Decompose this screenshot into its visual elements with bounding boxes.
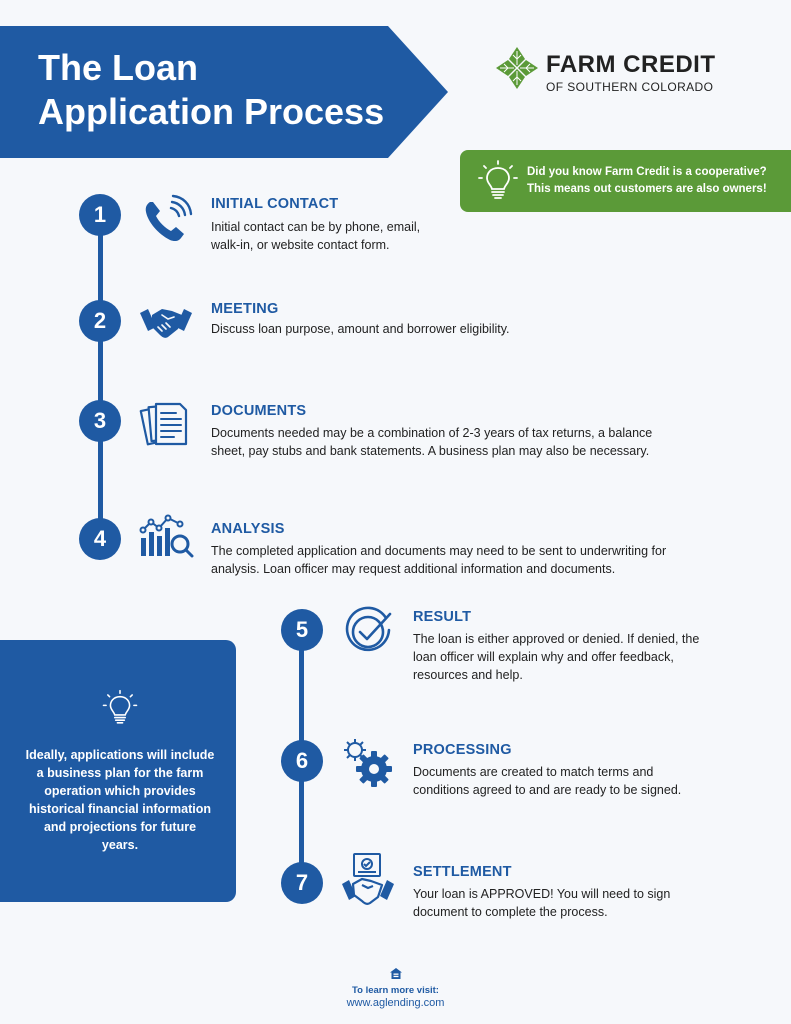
documents-icon [139, 402, 188, 446]
step-desc-4: The completed application and documents … [211, 544, 667, 576]
phone-icon [145, 194, 193, 242]
step-title-4: ANALYSIS [211, 521, 285, 537]
lightbulb-icon [478, 160, 518, 199]
page-title-line1: The Loan [38, 47, 198, 88]
gears-icon [344, 739, 392, 787]
step-desc-7: Your loan is APPROVED! You will need to … [413, 887, 671, 919]
page-title: The Loan Application Process [38, 46, 418, 134]
footer-label: To learn more visit: [352, 985, 439, 996]
tip-line1: Did you know Farm Credit is a cooperativ… [527, 166, 767, 178]
step-title-1: INITIAL CONTACT [211, 196, 339, 212]
analysis-chart-icon [139, 514, 194, 558]
step-number-2: 2 [79, 300, 121, 342]
timeline-line-upper [98, 215, 103, 540]
farm-credit-logo: FARM CREDIT OF SOUTHERN COLORADO [494, 45, 734, 95]
handshake-icon [140, 309, 192, 338]
logo-name: FARM CREDIT [546, 51, 716, 78]
business-plan-note-box: Ideally, applications will include a bus… [0, 640, 236, 902]
leaf-logo-icon [496, 47, 538, 89]
step-title-7: SETTLEMENT [413, 864, 512, 880]
header-banner: The Loan Application Process [0, 26, 448, 158]
lightbulb-icon [102, 689, 138, 724]
step-title-2: MEETING [211, 301, 279, 317]
step-desc-6: Documents are created to match terms and… [413, 765, 682, 797]
website-link[interactable]: www.aglending.com [346, 997, 445, 1009]
step-desc-1: Initial contact can be by phone, email, … [211, 220, 421, 252]
tip-line2: This means out customers are also owners… [527, 183, 767, 195]
agreement-icon [342, 853, 394, 905]
footer: To learn more visit: www.aglending.com [0, 966, 791, 1009]
step-number-7: 7 [281, 862, 323, 904]
step-title-6: PROCESSING [413, 742, 512, 758]
step-desc-2: Discuss loan purpose, amount and borrowe… [211, 322, 510, 336]
step-number-6: 6 [281, 740, 323, 782]
equal-housing-icon [389, 968, 402, 979]
step-title-3: DOCUMENTS [211, 403, 307, 419]
checkmark-circle-icon [345, 606, 392, 652]
page-title-line2: Application Process [38, 91, 385, 132]
cooperative-tip-box: Did you know Farm Credit is a cooperativ… [460, 150, 791, 212]
tip-text: Did you know Farm Credit is a cooperativ… [527, 164, 787, 198]
logo-subtitle: OF SOUTHERN COLORADO [546, 80, 714, 94]
step-number-3: 3 [79, 400, 121, 442]
step-number-5: 5 [281, 609, 323, 651]
step-number-1: 1 [79, 194, 121, 236]
step-desc-5: The loan is either approved or denied. I… [413, 632, 700, 682]
step-number-4: 4 [79, 518, 121, 560]
business-plan-note-text: Ideally, applications will include a bus… [25, 748, 215, 852]
step-title-5: RESULT [413, 609, 472, 625]
step-desc-3: Documents needed may be a combination of… [211, 426, 653, 458]
